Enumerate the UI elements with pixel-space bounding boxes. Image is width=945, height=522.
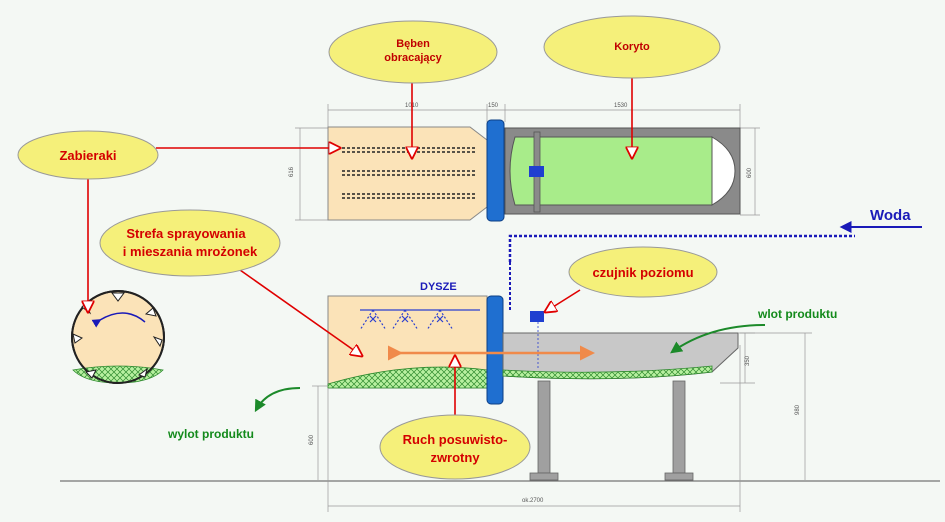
callout-ruch-line1: Ruch posuwisto-: [403, 432, 508, 447]
trough-product-bed: [502, 365, 713, 380]
side-dimension-lines: [312, 332, 812, 512]
callout-zabieraki-text: Zabieraki: [59, 148, 116, 163]
dim-600-top-line: [740, 127, 760, 216]
sensor-top: [529, 166, 544, 177]
dim-600-top: 600: [747, 167, 753, 178]
callout-beben: Bęben obracający: [328, 20, 498, 84]
dim-1530: 1530: [614, 103, 628, 109]
product-flow-arrows: [254, 324, 766, 413]
pointer-arrows: [88, 75, 632, 425]
foot-left: [529, 472, 559, 481]
callout-ruch-line2: zwrotny: [430, 450, 480, 465]
water-inlet: Woda: [839, 207, 922, 233]
dim-980: 980: [795, 404, 801, 415]
dim-616-line: [295, 127, 328, 221]
outlet-label: wylot produktu: [167, 427, 254, 441]
callout-czujnik: czujnik poziomu: [568, 246, 718, 298]
foot-right: [664, 472, 694, 481]
water-pipe: [508, 234, 855, 312]
level-sensor: [530, 311, 544, 322]
inlet-label: wlot produktu: [757, 307, 837, 321]
top-view: 1010 150 1530 616 600: [289, 103, 760, 222]
trough-end-cap: [711, 136, 736, 206]
flange-top: [486, 119, 505, 222]
leg-right: [672, 380, 686, 474]
callout-beben-line2: obracający: [384, 52, 442, 64]
spray-nozzles: [359, 309, 480, 331]
dim-350: 350: [745, 355, 751, 366]
callout-czujnik-text: czujnik poziomu: [592, 265, 693, 280]
flange-side: [486, 295, 504, 405]
drum-top-view: [327, 126, 488, 221]
nozzles-label: DYSZE: [420, 281, 457, 293]
dim-616: 616: [289, 166, 295, 177]
callout-strefa: Strefa sprayowania i mieszania mrożonek: [99, 209, 281, 277]
top-dimension-line: [327, 104, 741, 128]
callout-ruch: Ruch posuwisto- zwrotny: [379, 414, 531, 480]
callout-strefa-line2: i mieszania mrożonek: [123, 244, 258, 259]
callout-strefa-line1: Strefa sprayowania: [126, 226, 246, 241]
dim-600-bottom: 600: [309, 434, 315, 445]
callout-koryto-text: Koryto: [614, 41, 650, 53]
callout-beben-line1: Bęben: [396, 38, 430, 50]
callout-koryto: Koryto: [543, 15, 721, 79]
leg-left: [537, 380, 551, 474]
water-label: Woda: [870, 207, 911, 224]
dim-150: 150: [488, 103, 499, 109]
drum-cross-section: [71, 290, 165, 384]
callout-zabieraki: Zabieraki: [17, 130, 159, 180]
dim-2700: ok.2700: [522, 498, 544, 504]
trough-top-green: [509, 136, 713, 206]
